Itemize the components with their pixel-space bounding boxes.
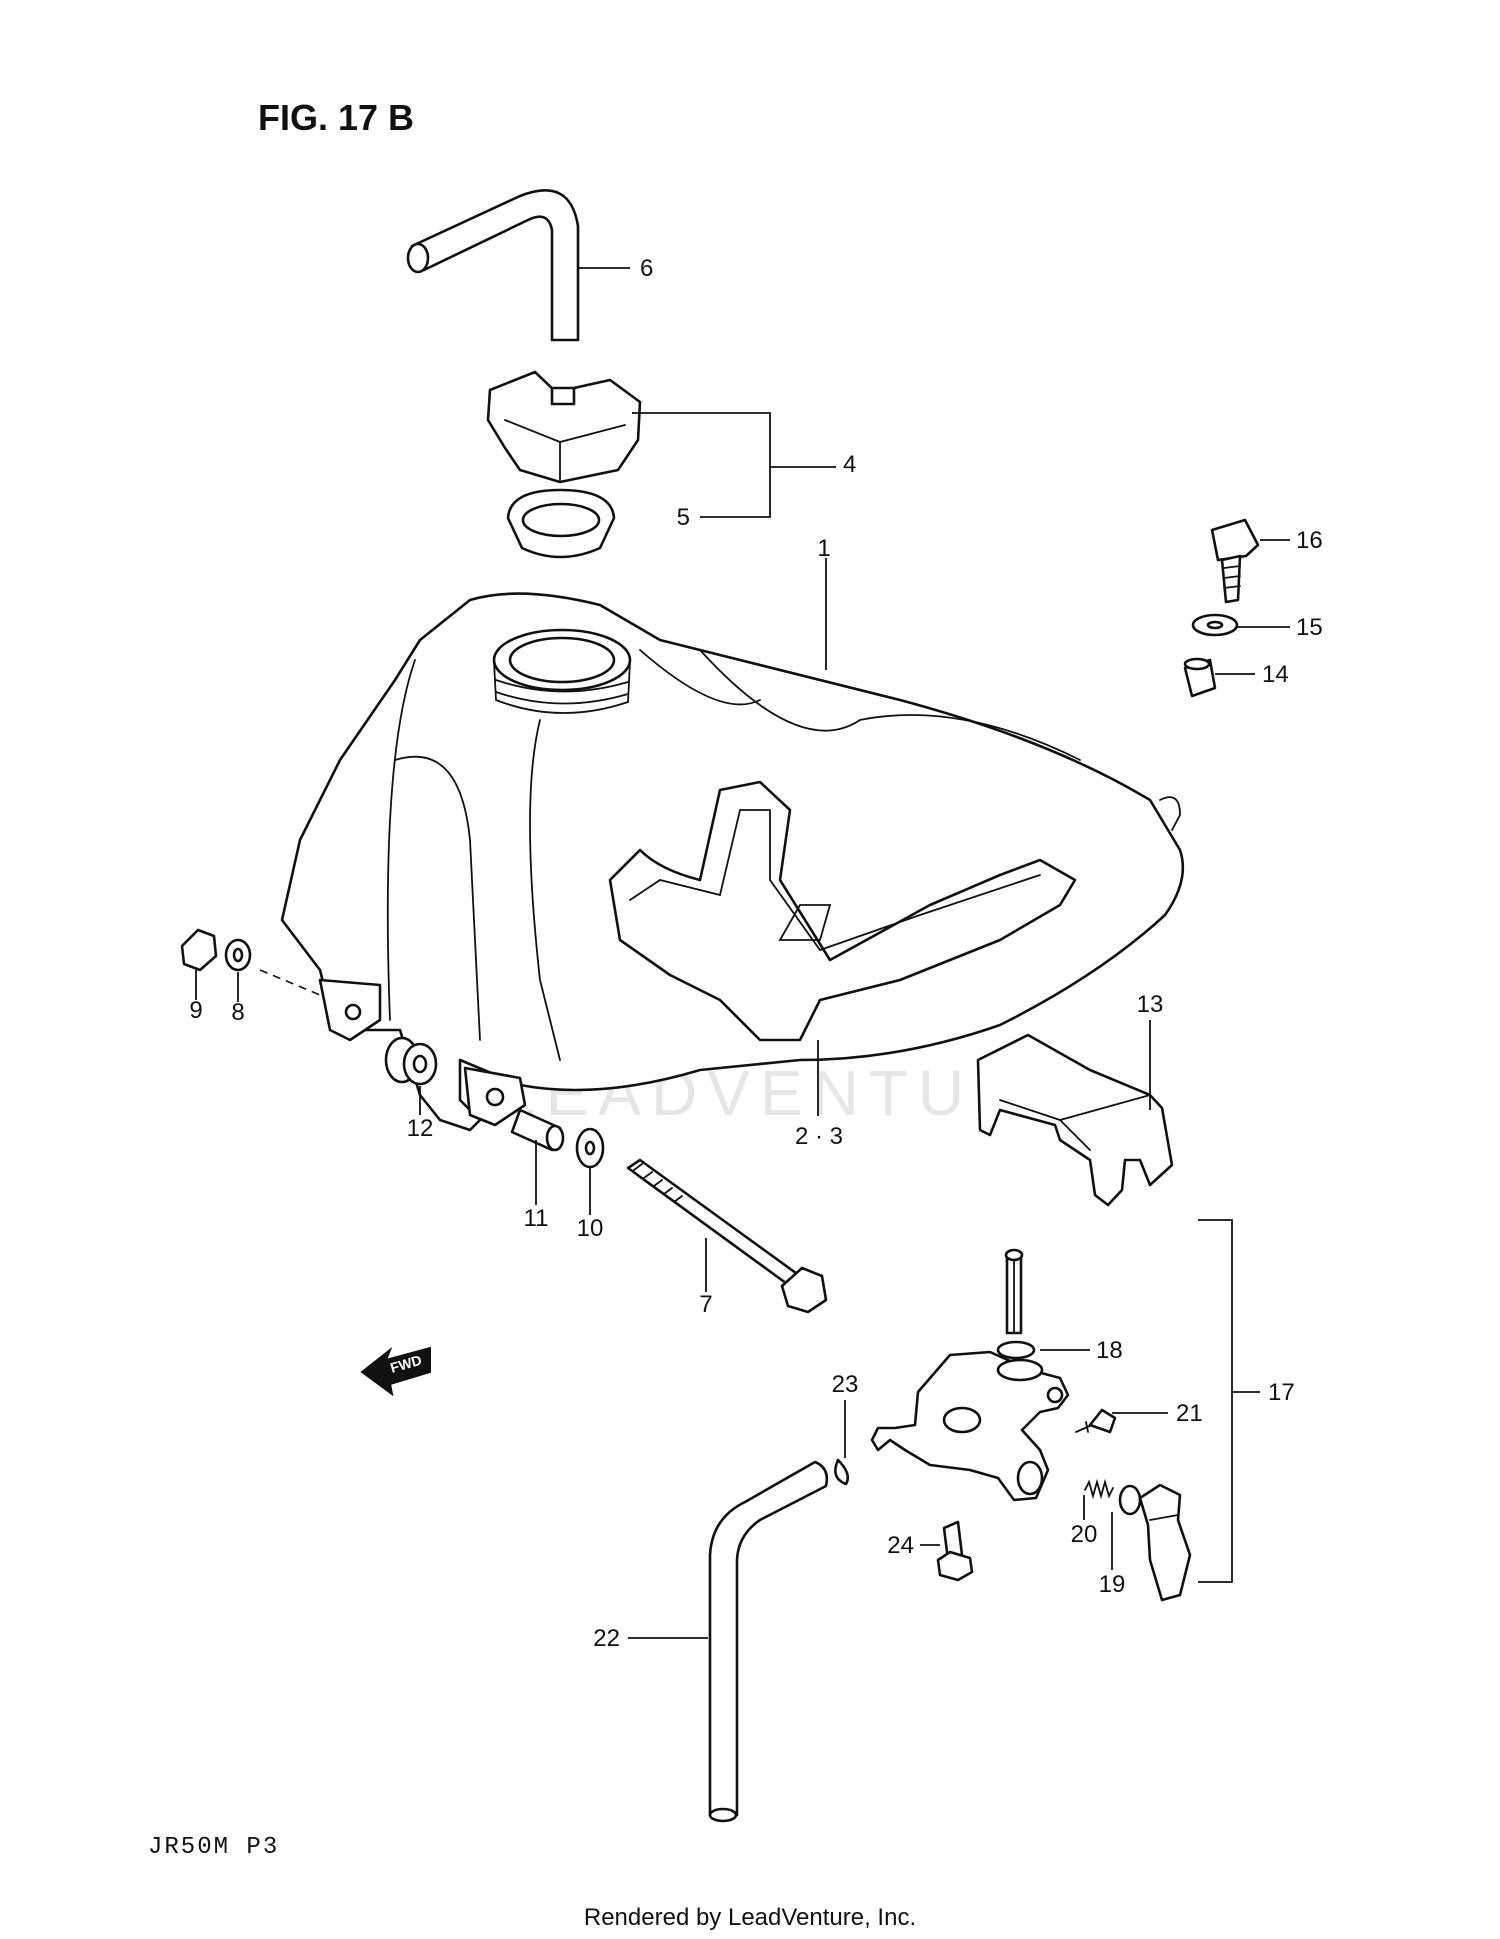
callout-22: 22 (593, 1625, 620, 1652)
part-18-o-ring (996, 1340, 1036, 1360)
callout-19: 19 (1099, 1571, 1126, 1598)
part-14-collar (1183, 657, 1217, 698)
part-22-fuel-hose (708, 1460, 829, 1823)
callout-1: 1 (817, 535, 830, 562)
callout-8: 8 (231, 999, 244, 1026)
callout-24: 24 (887, 1532, 914, 1559)
callout-21: 21 (1176, 1400, 1203, 1427)
callout-15: 15 (1296, 614, 1323, 641)
callout-10: 10 (577, 1215, 604, 1242)
callout-13: 13 (1137, 991, 1164, 1018)
fuel-cock-lever (1138, 1483, 1192, 1602)
part-9-nut (180, 928, 218, 972)
callout-5: 5 (677, 504, 690, 531)
callout-6: 6 (640, 255, 653, 282)
callout-16: 16 (1296, 527, 1323, 554)
part-24-bolt (936, 1520, 974, 1582)
part-19-o-ring (1118, 1484, 1142, 1516)
callout-12: 12 (407, 1115, 434, 1142)
callout-7: 7 (699, 1291, 712, 1318)
part-4-fuel-cap (486, 370, 642, 484)
part-8-washer (224, 938, 252, 972)
part-17-fuel-cock (870, 1248, 1070, 1502)
part-11-collar (510, 1108, 565, 1152)
callout-20: 20 (1071, 1521, 1098, 1548)
part-5-cap-gasket (506, 488, 616, 559)
callout-17: 17 (1268, 1379, 1295, 1406)
callout-labels: 1 2 · 3 4 5 6 7 8 9 10 11 12 13 14 15 16… (189, 255, 1322, 1652)
callout-23: 23 (832, 1371, 859, 1398)
leader-lines (195, 267, 1290, 1639)
part-15-washer (1191, 613, 1239, 637)
callout-2-3: 2 · 3 (795, 1123, 843, 1150)
model-code: JR50M P3 (148, 1834, 279, 1861)
part-21-screw (1075, 1408, 1117, 1434)
part-20-spring (1084, 1478, 1114, 1500)
figure-title: FIG. 17 B (258, 97, 414, 138)
part-6-breather-hose (406, 189, 580, 342)
part-12-grommet (384, 1036, 438, 1086)
part-16-bolt (1210, 518, 1260, 604)
callout-9: 9 (189, 997, 202, 1024)
fwd-direction-icon: FWD (360, 1346, 431, 1397)
part-23-clip (834, 1458, 850, 1486)
callout-11: 11 (524, 1205, 549, 1232)
callout-4: 4 (843, 451, 856, 478)
part-1-fuel-tank (280, 592, 1185, 1132)
callout-18: 18 (1096, 1337, 1123, 1364)
footer-credit: Rendered by LeadVenture, Inc. (584, 1904, 916, 1931)
part-7-long-bolt (626, 1158, 828, 1314)
callout-14: 14 (1262, 661, 1289, 688)
part-10-washer (575, 1127, 605, 1169)
